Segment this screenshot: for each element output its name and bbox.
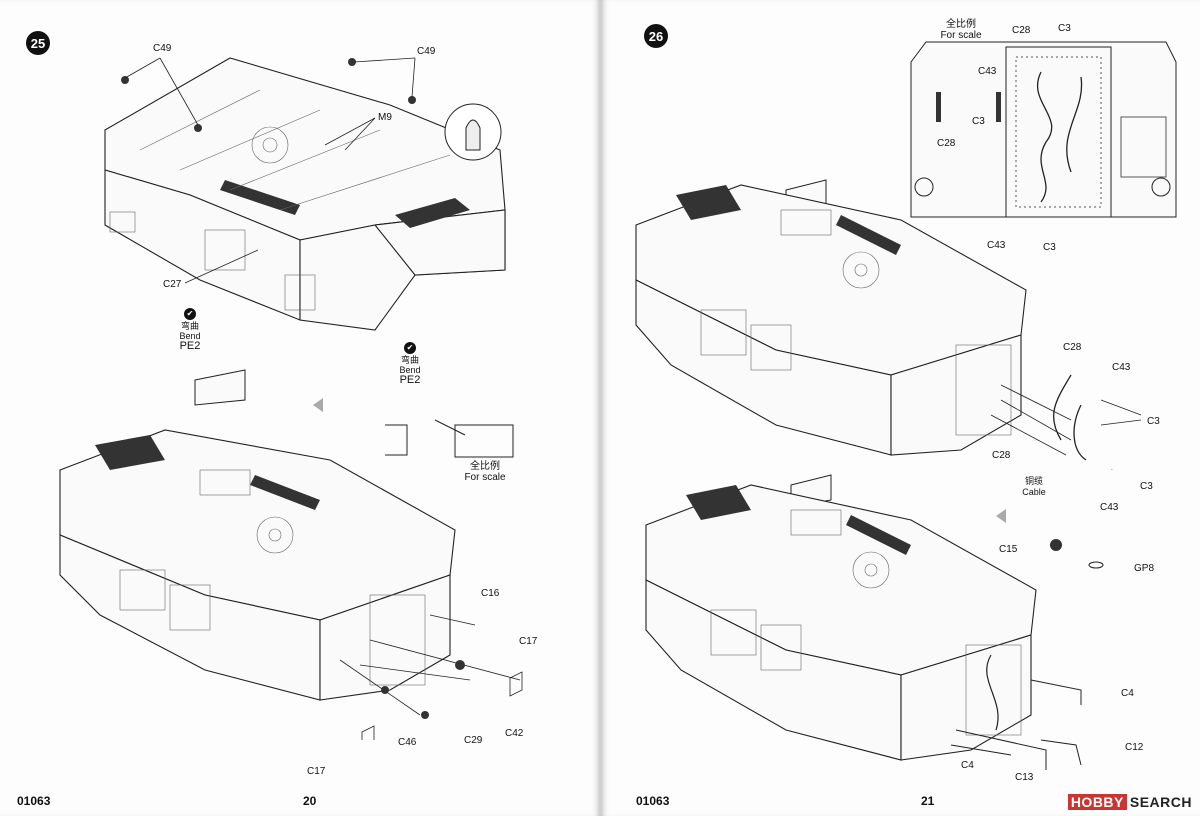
callout-c49-left: C49: [153, 43, 172, 54]
rear-door-detail: [910, 41, 1177, 218]
callout-c15: C15: [999, 544, 1018, 555]
check-icon: ✔: [404, 342, 416, 354]
product-code: 01063: [636, 794, 670, 808]
callout-c28-a: C28: [1063, 342, 1082, 353]
bend-en-text: Bend: [399, 365, 421, 375]
callout-c43-b: C43: [1100, 502, 1119, 513]
product-code: 01063: [17, 794, 51, 808]
callout-c17-bottom: C17: [307, 766, 326, 777]
callout-c3-top: C3: [1058, 23, 1071, 34]
step-26-badge: 26: [644, 24, 668, 48]
callout-c17-top: C17: [519, 636, 538, 647]
callout-c3-mid: C3: [972, 116, 985, 127]
callout-c29: C29: [464, 735, 483, 746]
bend-cn-text: 弯曲: [400, 355, 419, 365]
pe-part-diagram: [385, 419, 514, 458]
scale-en: For scale: [464, 472, 506, 483]
direction-arrow-icon: [313, 398, 323, 412]
vehicle-drawing-step26-top: [635, 179, 1142, 470]
step-25-badge: 25: [26, 31, 50, 55]
scale-cn: 全比例: [946, 19, 976, 30]
callout-c27: C27: [163, 279, 182, 290]
cable-en: Cable: [1022, 487, 1046, 497]
callout-c16: C16: [481, 588, 500, 599]
callout-c28-top: C28: [1012, 25, 1031, 36]
vehicle-drawing-top: [104, 57, 506, 331]
callout-c13: C13: [1015, 772, 1034, 783]
bend-instruction-a: ✔ 弯曲 Bend PE2: [170, 308, 210, 352]
cable-label: 铜缆 Cable: [1014, 476, 1054, 498]
page-number: 21: [921, 794, 935, 808]
bend-part-text: PE2: [179, 340, 201, 352]
callout-m9: M9: [378, 112, 392, 123]
bend-part-text: PE2: [399, 374, 421, 386]
bend-en-text: Bend: [179, 331, 201, 341]
left-page: 25: [0, 0, 601, 816]
callout-c43-bottom: C43: [987, 240, 1006, 251]
bend-cn-text: 弯曲: [180, 321, 199, 331]
callout-c43-a: C43: [1112, 362, 1131, 373]
scale-en: For scale: [940, 30, 982, 41]
callout-gp8: GP8: [1134, 563, 1155, 574]
page-number: 20: [303, 794, 317, 808]
callout-c12: C12: [1125, 742, 1144, 753]
callout-c4-b: C4: [961, 760, 974, 771]
watermark-rest: SEARCH: [1129, 794, 1192, 810]
callout-c3-b: C3: [1140, 481, 1153, 492]
callout-c42: C42: [505, 728, 524, 739]
cable-cn: 铜缆: [1024, 476, 1043, 486]
callout-c43-top: C43: [978, 66, 997, 77]
scale-cn: 全比例: [470, 461, 500, 472]
for-scale-label: 全比例 For scale: [932, 19, 990, 41]
watermark-brand: HOBBY: [1067, 794, 1127, 810]
direction-arrow-icon: [996, 509, 1006, 523]
bend-instruction-b: ✔ 弯曲 Bend PE2: [390, 342, 430, 386]
vehicle-drawing-bottom: [59, 369, 523, 740]
right-page: 26 全比例 For scale C28 C3 C43 C3 C28 C43 C…: [601, 0, 1200, 816]
callout-c3-bottom: C3: [1043, 242, 1056, 253]
callout-c46: C46: [398, 737, 417, 748]
callout-c3-a: C3: [1147, 416, 1160, 427]
callout-c28-left: C28: [937, 138, 956, 149]
callout-c4-a: C4: [1121, 688, 1134, 699]
callout-c28-b: C28: [992, 450, 1011, 461]
vehicle-drawing-step26-bottom: [645, 474, 1104, 770]
check-icon: ✔: [184, 308, 196, 320]
for-scale-label: 全比例 For scale: [455, 461, 515, 483]
callout-c49-right: C49: [417, 46, 436, 57]
